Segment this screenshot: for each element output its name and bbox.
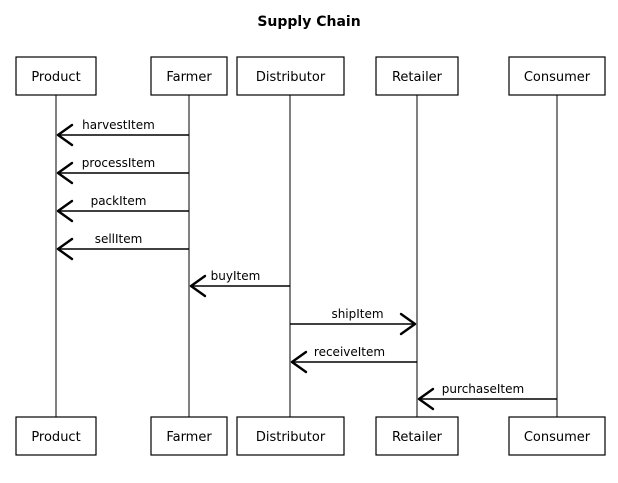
arrowhead-icon [399,312,417,336]
message-label: receiveItem [314,345,385,359]
diagram-title: Supply Chain [257,14,360,30]
participant-box [375,56,459,96]
participant-farmer-top: Farmer [150,56,228,96]
participant-farmer-bottom: Farmer [150,416,228,456]
participant-label: Retailer [392,430,443,445]
message-buyitem: buyItem [189,269,290,298]
participants-bottom: Product Farmer Distributor Retailer Consumer [15,416,606,456]
lifelines [55,95,558,417]
arrowhead-icon [56,123,74,147]
message-label: purchaseItem [442,382,524,396]
arrowhead-icon [56,237,74,261]
message-purchaseitem: purchaseItem [417,382,557,411]
message-label: buyItem [211,269,261,283]
participant-box [15,56,97,96]
participants-top: Product Farmer Distributor Retailer Consumer [15,56,606,96]
message-sellitem: sellItem [56,232,189,261]
participant-box [508,56,606,96]
participant-label: Retailer [392,70,443,85]
message-label: shipItem [331,307,383,321]
arrowhead-icon [189,274,207,298]
participant-label: Distributor [256,70,326,85]
arrowhead-icon [417,387,435,411]
participant-box [508,416,606,456]
participant-consumer-bottom: Consumer [508,416,606,456]
participant-label: Product [31,70,80,85]
message-label: processItem [82,156,155,170]
participant-label: Distributor [256,430,326,445]
participant-label: Farmer [166,430,212,445]
participant-distributor-top: Distributor [236,56,345,96]
participant-box [15,416,97,456]
participant-retailer-bottom: Retailer [375,416,459,456]
participant-box [150,56,228,96]
participant-box [236,56,345,96]
participant-consumer-top: Consumer [508,56,606,96]
arrowhead-icon [56,161,74,185]
messages: harvestItem processItem packItem sellItem bu… [56,118,557,411]
participant-distributor-bottom: Distributor [236,416,345,456]
participant-retailer-top: Retailer [375,56,459,96]
participant-box [375,416,459,456]
participant-label: Consumer [524,430,591,445]
participant-label: Farmer [166,70,212,85]
participant-product-top: Product [15,56,97,96]
arrowhead-icon [290,350,308,374]
message-packitem: packItem [56,194,189,223]
participant-label: Consumer [524,70,591,85]
message-processitem: processItem [56,156,189,185]
message-harvestitem: harvestItem [56,118,189,147]
participant-box [236,416,345,456]
message-label: packItem [91,194,147,208]
participant-product-bottom: Product [15,416,97,456]
arrowhead-icon [56,199,74,223]
participant-box [150,416,228,456]
participant-label: Product [31,430,80,445]
message-label: harvestItem [82,118,155,132]
message-label: sellItem [95,232,143,246]
message-receiveitem: receiveItem [290,345,417,374]
message-shipitem: shipItem [290,307,417,336]
